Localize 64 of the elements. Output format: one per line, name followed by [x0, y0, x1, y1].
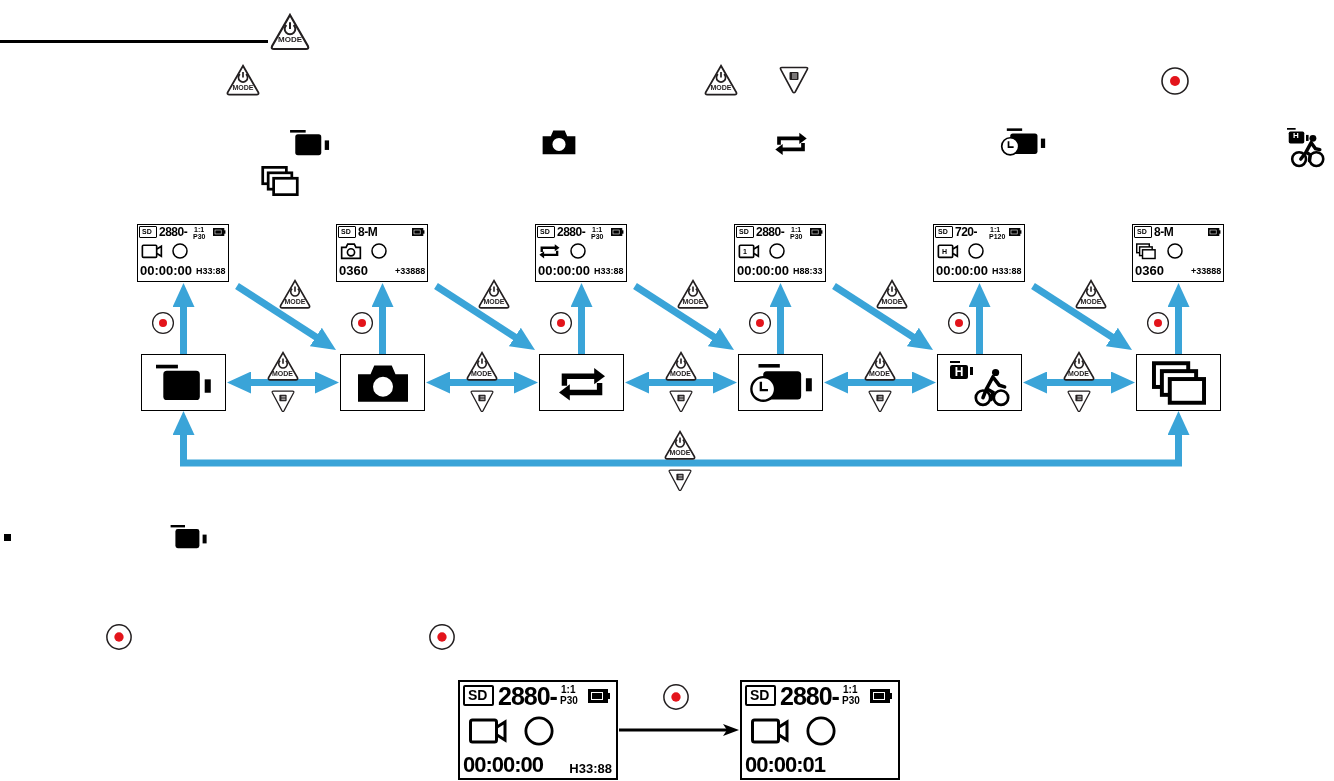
lcd-screen — [458, 680, 618, 780]
arrow — [172, 411, 1190, 467]
lcd-screen — [1132, 224, 1224, 282]
arrow — [625, 371, 737, 394]
arrow — [426, 371, 538, 394]
remaining-readout: H33:88 — [992, 267, 1022, 276]
timer-readout: 00:00:00 — [538, 264, 591, 277]
arrow — [570, 283, 593, 354]
resolution-readout: 2880- — [756, 226, 785, 238]
arrow — [832, 283, 933, 350]
mode-letter: H — [950, 365, 968, 379]
arrow — [968, 283, 991, 354]
mode-box — [1136, 354, 1221, 411]
remaining-readout: H33:88 — [594, 267, 624, 276]
resolution-readout: 720- — [955, 226, 978, 238]
lcd-screen — [535, 224, 627, 282]
button-label: H — [1292, 132, 1300, 140]
frame-rate: P30 — [842, 696, 860, 706]
arrow — [1167, 283, 1190, 354]
arrow — [371, 283, 394, 354]
lcd-screen — [933, 224, 1025, 282]
resolution-readout: 8-M — [1154, 226, 1174, 238]
resolution-readout: 2880- — [159, 226, 188, 238]
arrow — [633, 283, 734, 350]
timer-readout: 00:00:00 — [140, 264, 193, 277]
timer-readout: 00:00:00 — [463, 754, 544, 776]
timer-readout: 00:00:00 — [936, 264, 989, 277]
arrow — [172, 283, 195, 354]
remaining-readout: H33:88 — [569, 762, 612, 775]
aspect-ratio: 1:1 — [561, 685, 576, 695]
arrow — [1023, 371, 1135, 394]
mode-box — [738, 354, 823, 411]
lcd-screen — [734, 224, 826, 282]
button-label: MODE — [277, 36, 303, 45]
remaining-readout: H88:33 — [793, 267, 823, 276]
timer-readout: 0360 — [339, 264, 368, 277]
mode-box — [340, 354, 425, 411]
aspect-ratio: 1:1 — [843, 685, 858, 695]
mode-box — [539, 354, 624, 411]
frame-rate: P30 — [560, 696, 578, 706]
arrow — [227, 371, 339, 394]
arrow — [619, 724, 739, 736]
resolution-readout: 2880- — [498, 684, 557, 709]
remaining-readout: +33888 — [395, 267, 426, 276]
timer-readout: 00:00:00 — [737, 264, 790, 277]
arrow — [769, 283, 792, 354]
arrow — [824, 371, 936, 394]
resolution-readout: 2880- — [780, 684, 839, 709]
resolution-readout: 8-M — [358, 226, 378, 238]
mode-box — [937, 354, 1022, 411]
lcd-screen — [336, 224, 428, 282]
remaining-readout: H33:88 — [196, 267, 226, 276]
lcd-screen — [740, 680, 900, 780]
mode-box — [141, 354, 226, 411]
arrow — [434, 283, 535, 350]
storage-indicator: SD — [750, 688, 770, 702]
timer-readout: 00:00:01 — [745, 754, 826, 776]
timer-readout: 0360 — [1135, 264, 1164, 277]
arrow — [1031, 283, 1132, 350]
storage-indicator: SD — [468, 688, 488, 702]
remaining-readout: +33888 — [1191, 267, 1222, 276]
lcd-screen — [137, 224, 229, 282]
resolution-readout: 2880- — [557, 226, 586, 238]
arrow — [235, 283, 336, 350]
